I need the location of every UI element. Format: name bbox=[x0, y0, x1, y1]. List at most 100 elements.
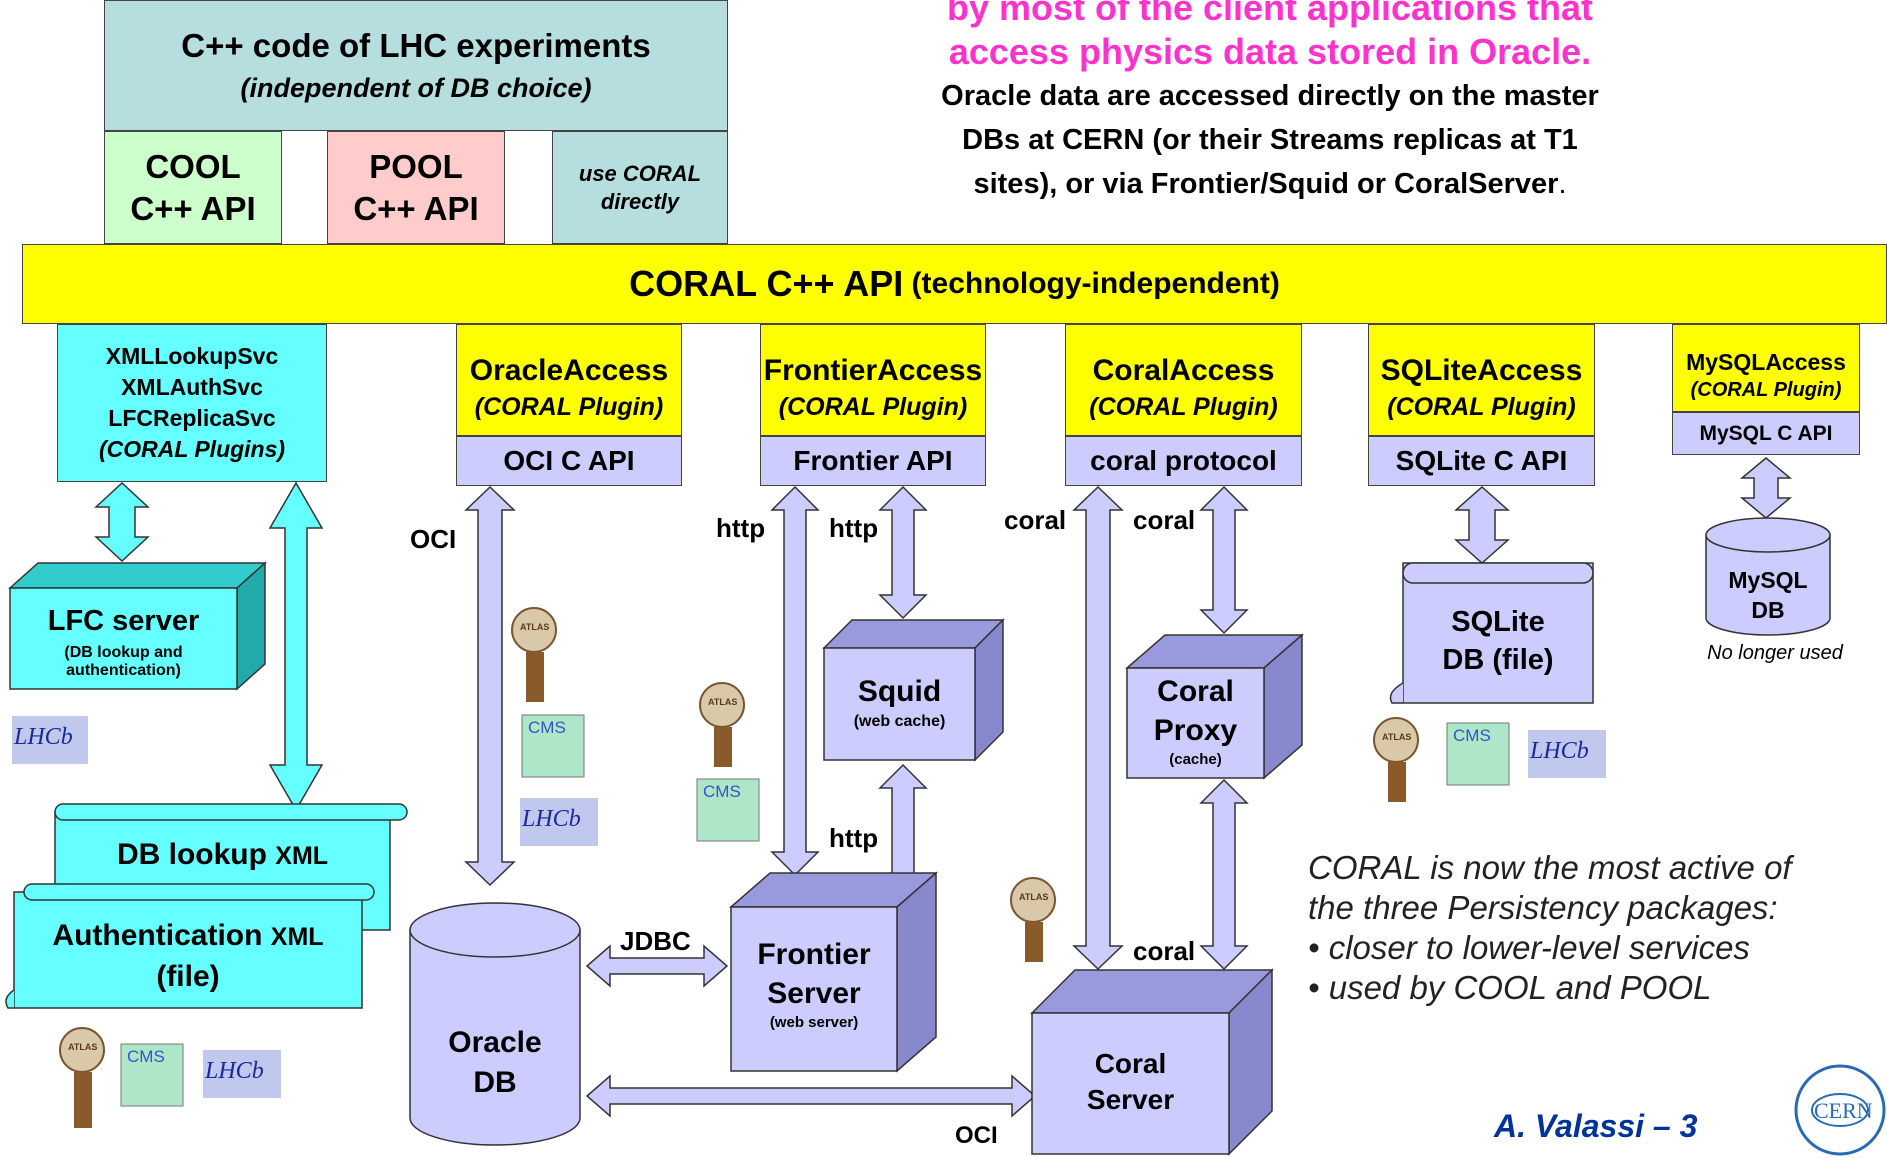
mysql-db-cylinder bbox=[1705, 517, 1831, 636]
sqlite-scroll bbox=[1389, 562, 1594, 704]
coral-arrow-proxy-server bbox=[1199, 778, 1249, 971]
lfc-sub1: (DB lookup and bbox=[64, 644, 183, 661]
coral-server-box bbox=[1031, 1012, 1230, 1155]
cool-api-label: C++ API bbox=[130, 189, 256, 227]
cern-logo bbox=[1794, 1064, 1886, 1156]
header-text: by most of the client applications that … bbox=[770, 0, 1770, 206]
xml-arrow bbox=[268, 481, 324, 812]
footer-author: A. Valassi – 3 bbox=[1494, 1108, 1698, 1144]
xml-auth-svc: XMLAuthSvc bbox=[121, 374, 263, 400]
coral-protocol-label: coral protocol bbox=[1090, 445, 1277, 476]
squid-box bbox=[823, 647, 976, 761]
atlas-logo-oracle bbox=[511, 607, 557, 702]
note-line2: the three Persistency packages: bbox=[1308, 889, 1778, 926]
coral-arrow-proxy bbox=[1199, 485, 1249, 635]
atlas-logo-frontier bbox=[699, 682, 745, 767]
experiments-box: C++ code of LHC experiments (independent… bbox=[104, 0, 728, 131]
lfc-box-front bbox=[9, 587, 238, 690]
atlas-text-sqlite: ATLAS bbox=[1382, 732, 1412, 742]
mysql-api-label: MySQL C API bbox=[1699, 421, 1833, 445]
mysql-access-sub: (CORAL Plugin) bbox=[1690, 379, 1842, 401]
coral-label-1: coral bbox=[1004, 505, 1067, 535]
cms-logo-frontier bbox=[696, 778, 760, 842]
header-magenta-line2: access physics data stored in Oracle. bbox=[948, 31, 1592, 72]
cool-label: COOL bbox=[145, 147, 241, 185]
jdbc-arrow bbox=[585, 944, 729, 988]
pool-api-label: C++ API bbox=[353, 189, 479, 227]
pool-label: POOL bbox=[369, 147, 463, 185]
lhcb-logo-sqlite bbox=[1528, 730, 1606, 778]
lhcb-text-oracle: LHCb bbox=[522, 806, 581, 832]
note-bullet1: • closer to lower-level services bbox=[1308, 929, 1750, 966]
coral-access-plugin: CoralAccess (CORAL Plugin) bbox=[1065, 324, 1302, 436]
oci-bottom-label: OCI bbox=[955, 1122, 998, 1149]
header-magenta-line1: by most of the client applications that bbox=[946, 0, 1594, 28]
sqlite-arrow bbox=[1454, 485, 1510, 565]
direct-label-2: directly bbox=[600, 188, 680, 214]
coral-label-3: coral bbox=[1133, 936, 1196, 966]
cool-api-box: COOL C++ API bbox=[104, 131, 282, 244]
coral-server-line1: Coral bbox=[1094, 1048, 1167, 1079]
cern-text: CERN bbox=[1814, 1098, 1873, 1123]
frontier-api-label: Frontier API bbox=[793, 445, 953, 476]
coral-server-label: Coral Server bbox=[1032, 1046, 1229, 1118]
cms-text-frontier: CMS bbox=[703, 782, 741, 801]
direct-coral-box: use CORAL directly bbox=[552, 131, 728, 244]
cms-text-xml: CMS bbox=[127, 1047, 165, 1066]
squid-sub: (web cache) bbox=[853, 713, 946, 730]
auth-xml-label: Authentication XML (file) bbox=[14, 916, 362, 997]
frontier-access-plugin: FrontierAccess (CORAL Plugin) bbox=[760, 324, 986, 436]
sqlite-api-box: SQLite C API bbox=[1368, 436, 1595, 486]
lfc-arrow bbox=[94, 481, 150, 563]
oci-api-box: OCI C API bbox=[456, 436, 682, 486]
jdbc-label: JDBC bbox=[620, 926, 691, 956]
lhcb-text-xml: LHCb bbox=[205, 1058, 264, 1084]
frontier-access-label: FrontierAccess bbox=[763, 354, 983, 387]
coral-access-label: CoralAccess bbox=[1092, 354, 1275, 387]
coral-proxy-box bbox=[1126, 667, 1265, 779]
auth-file: (file) bbox=[156, 960, 220, 993]
sqlite-db-line1: SQLite bbox=[1451, 606, 1545, 638]
experiments-title: C++ code of LHC experiments bbox=[181, 27, 651, 64]
oracle-access-sub: (CORAL Plugin) bbox=[474, 393, 664, 421]
coral-proxy-line2: Proxy bbox=[1153, 714, 1238, 747]
coral-server-line2: Server bbox=[1086, 1084, 1175, 1115]
experiments-subtitle: (independent of DB choice) bbox=[240, 73, 592, 103]
lhcb-text-sqlite: LHCb bbox=[1530, 738, 1589, 764]
oci-left-label: OCI bbox=[410, 524, 457, 554]
http-arrow-squid bbox=[878, 485, 928, 620]
db-lookup-xml: XML bbox=[275, 842, 329, 870]
oracle-access-plugin: OracleAccess (CORAL Plugin) bbox=[456, 324, 682, 436]
lhcb-logo-lfc bbox=[12, 716, 88, 764]
note-bullet2: • used by COOL and POOL bbox=[1308, 969, 1712, 1006]
coral-proxy-sub: (cache) bbox=[1169, 751, 1222, 768]
db-lookup-label: DB lookup XML bbox=[55, 838, 390, 872]
http-arrow-left bbox=[770, 485, 820, 877]
pool-api-box: POOL C++ API bbox=[327, 131, 505, 244]
sqlite-db-line2: DB (file) bbox=[1442, 644, 1554, 676]
sqlite-access-label: SQLiteAccess bbox=[1380, 354, 1583, 387]
coral-arrow-left bbox=[1072, 485, 1124, 971]
http-label-3: http bbox=[829, 823, 879, 853]
cms-logo-xml bbox=[120, 1043, 184, 1107]
xml-plugins-box: XMLLookupSvc XMLAuthSvc LFCReplicaSvc (C… bbox=[57, 324, 327, 482]
atlas-text-xml: ATLAS bbox=[68, 1042, 98, 1052]
coral-api-bar: CORAL C++ API (technology-independent) bbox=[22, 244, 1887, 324]
atlas-text-coral: ATLAS bbox=[1019, 892, 1049, 902]
oracle-db-cylinder bbox=[409, 902, 581, 1146]
mysql-db-line1: MySQL bbox=[1728, 567, 1808, 593]
mysql-access-plugin: MySQLAccess (CORAL Plugin) bbox=[1672, 324, 1860, 412]
oracle-db-label: Oracle DB bbox=[410, 1023, 580, 1103]
xml-plugins-sub: (CORAL Plugins) bbox=[98, 436, 286, 462]
mysql-db-line2: DB bbox=[1751, 597, 1785, 623]
atlas-logo-sqlite bbox=[1373, 717, 1419, 802]
atlas-logo-coral bbox=[1010, 877, 1056, 962]
frontier-server-label: Frontier Server (web server) bbox=[731, 935, 897, 1033]
atlas-text-oracle: ATLAS bbox=[520, 622, 550, 632]
oracle-db-line2: DB bbox=[473, 1066, 517, 1099]
lfc-sub2: authentication) bbox=[66, 662, 181, 679]
sqlite-access-sub: (CORAL Plugin) bbox=[1387, 393, 1576, 421]
cms-text-sqlite: CMS bbox=[1453, 726, 1491, 745]
lhcb-logo-oracle bbox=[520, 798, 598, 846]
sqlite-api-label: SQLite C API bbox=[1395, 445, 1568, 476]
